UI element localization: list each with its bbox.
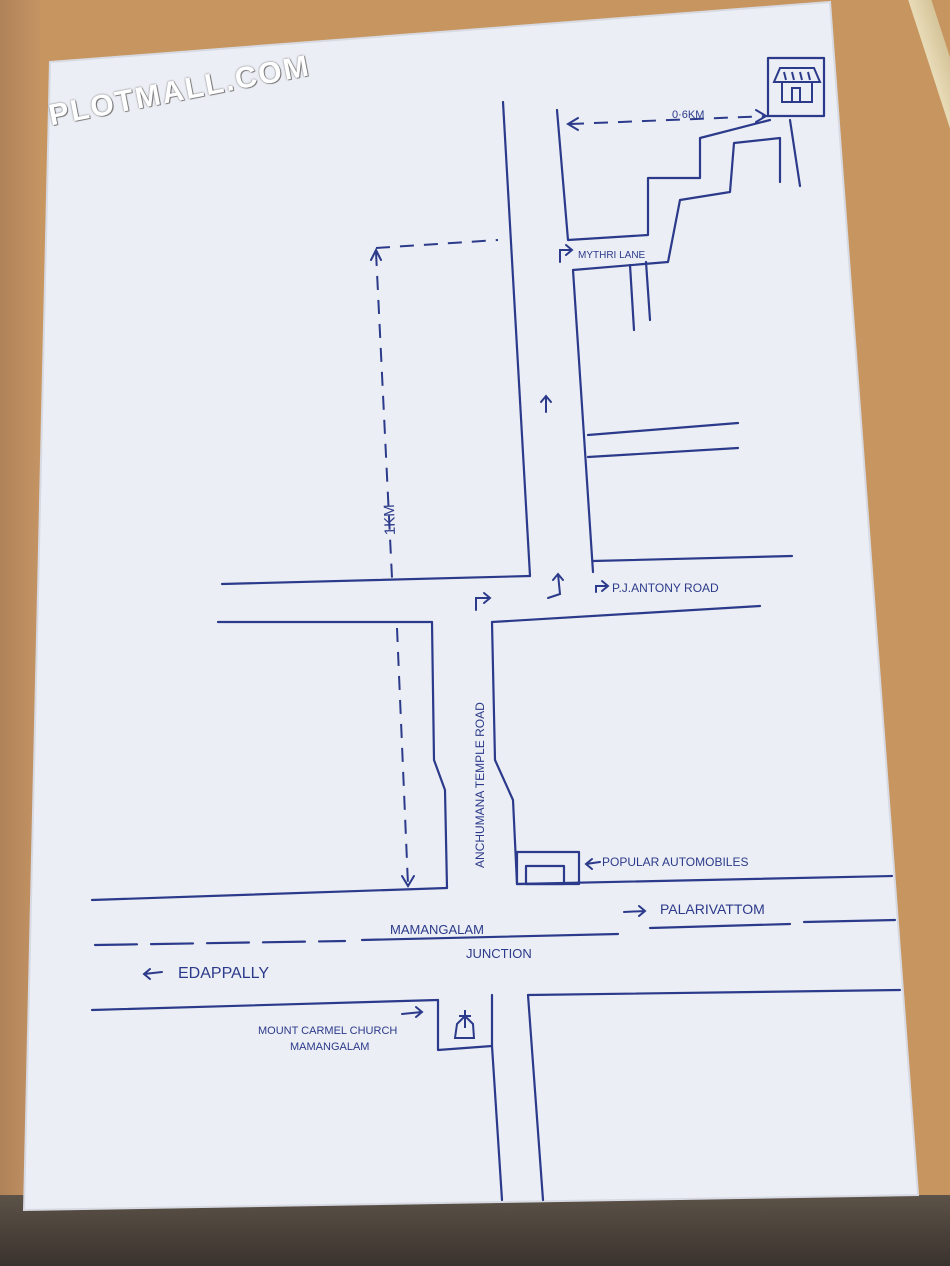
lane-marking-3 bbox=[648, 922, 792, 930]
pj-antony-road-label: P.J.ANTONY ROAD bbox=[612, 581, 719, 595]
side-lane-1 bbox=[628, 263, 636, 332]
arrow-06km-right bbox=[755, 109, 768, 123]
palarivattom-label: PALARIVATTOM bbox=[660, 901, 765, 917]
distance-line-top bbox=[375, 239, 499, 249]
temple-road-label: ANCHUMANA TEMPLE ROAD bbox=[473, 702, 487, 868]
south-road-east-edge bbox=[526, 993, 545, 1202]
popular-automobiles-label: POPULAR AUTOMOBILES bbox=[602, 855, 749, 869]
cross-lane-north bbox=[586, 421, 740, 437]
highway-south-edge-west bbox=[90, 998, 440, 1012]
mythri-lane-label: MYTHRI LANE bbox=[578, 250, 646, 261]
cross-lane-south bbox=[586, 446, 740, 459]
side-lane-2 bbox=[644, 260, 652, 322]
junction-label-line2: JUNCTION bbox=[466, 946, 532, 961]
temple-road-east-edge bbox=[490, 620, 519, 886]
lane-marking-2 bbox=[360, 932, 620, 942]
distance-line-1km bbox=[375, 251, 393, 579]
popular-automobiles-inner bbox=[524, 864, 566, 886]
church-label-line2: MAMANGALAM bbox=[290, 1041, 369, 1053]
arrow-palarivattom bbox=[623, 905, 647, 917]
church-label-line1: MOUNT CARMEL CHURCH bbox=[258, 1025, 397, 1037]
arrow-popular bbox=[584, 858, 601, 870]
arrow-1km-up bbox=[370, 247, 382, 261]
paper-sheet bbox=[24, 2, 918, 1210]
arrow-temple bbox=[475, 592, 492, 611]
main-road-east-edge bbox=[571, 268, 595, 574]
church-box bbox=[436, 993, 494, 1052]
distance-line-06km bbox=[569, 115, 771, 125]
lane-marking bbox=[93, 939, 347, 947]
pj-antony-road-north-edge bbox=[220, 574, 532, 586]
arrow-up-main bbox=[540, 394, 552, 413]
house-icon bbox=[772, 67, 822, 103]
mythri-lane-south-edge bbox=[571, 136, 782, 272]
arrow-south-down bbox=[401, 875, 415, 888]
temple-road-west-edge bbox=[430, 620, 449, 890]
house-box bbox=[766, 56, 826, 118]
arrow-pj-label bbox=[595, 580, 610, 593]
distance-06km-label: 0·6KM bbox=[672, 109, 704, 121]
arrow-mythri bbox=[559, 244, 574, 263]
mythri-lane-north-edge bbox=[555, 108, 772, 242]
pj-antony-road-east-north-edge bbox=[591, 554, 794, 563]
lane-marking-4 bbox=[802, 918, 897, 924]
pj-antony-road-east-south-edge bbox=[490, 604, 762, 624]
distance-1km-label: 1KM bbox=[381, 504, 399, 535]
distance-line-south bbox=[396, 627, 409, 886]
south-road-west-edge bbox=[490, 1044, 504, 1202]
edappally-label: EDAPPALLY bbox=[178, 965, 269, 982]
highway-south-edge-east bbox=[526, 988, 902, 997]
arrow-06km-left bbox=[566, 117, 579, 131]
mythri-lane-approach bbox=[788, 118, 802, 188]
arrow-church bbox=[401, 1006, 424, 1018]
arrow-turn-pj bbox=[547, 572, 564, 599]
paper-shade bbox=[22, 0, 920, 1212]
main-road-west-edge bbox=[501, 100, 532, 578]
highway-north-edge-west bbox=[90, 886, 449, 902]
junction-label-line1: MAMANGALAM bbox=[390, 922, 484, 937]
arrow-edappally bbox=[142, 968, 163, 980]
church-icon bbox=[453, 1010, 476, 1039]
